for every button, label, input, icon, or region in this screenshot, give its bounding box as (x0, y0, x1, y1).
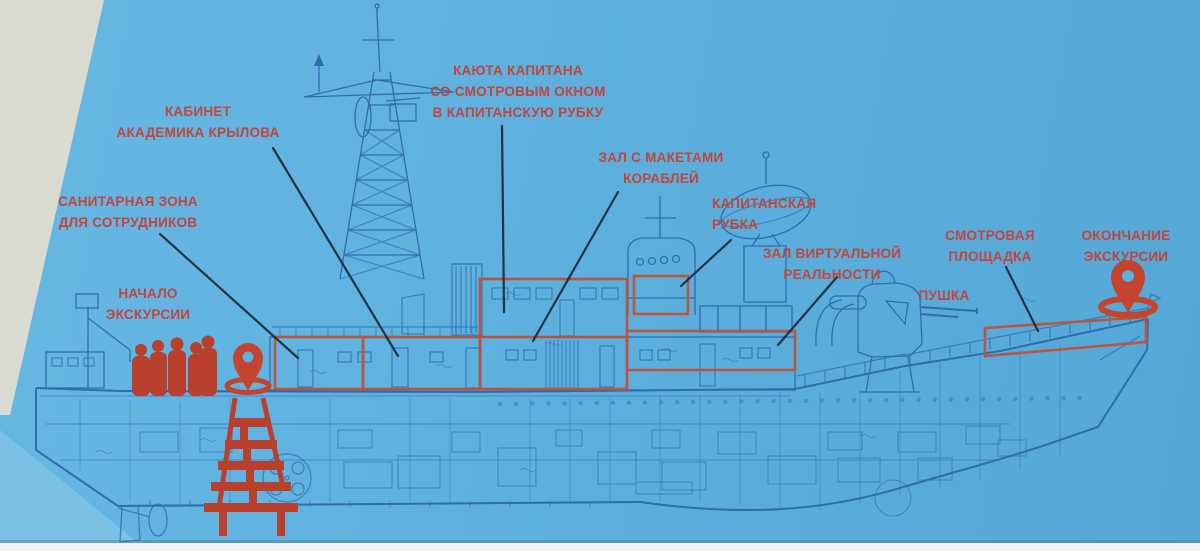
room-outline-vr-hall (625, 329, 797, 372)
label-line: НАЧАЛО (118, 286, 178, 301)
label-captain-cabin: КАЮТА КАПИТАНА СО СМОТРОВЫМ ОКНОМ В КАПИ… (430, 60, 605, 123)
handwritten-notes (95, 292, 1037, 472)
footer-shadow (0, 540, 1200, 543)
room-outline-captain-bridge (632, 274, 690, 316)
leader-line-sanitary (158, 232, 300, 360)
room-outline-krylov-cabinet (361, 335, 482, 391)
label-line: РУБКА (712, 217, 759, 232)
lattice-mast (303, 3, 455, 280)
label-line: ОКОНЧАНИЕ (1081, 228, 1171, 243)
start-pin-icon (224, 343, 272, 395)
banner-light-corner (0, 430, 148, 551)
blueprint-drawing (35, 3, 1162, 543)
label-line: КАПИТАНСКАЯ (712, 196, 817, 211)
main-deckhouse (269, 336, 796, 391)
label-line: ПУШКА (918, 288, 970, 303)
label-sanitary-zone: САНИТАРНАЯ ЗОНА ДЛЯ СОТРУДНИКОВ (58, 191, 198, 233)
boat-davits (815, 295, 867, 347)
leader-line-observation (1004, 265, 1040, 333)
leader-line-models-hall (531, 190, 620, 343)
gangway-ladder-icon (204, 397, 298, 536)
label-krylov-cabinet: КАБИНЕТ АКАДЕМИКА КРЫЛОВА (116, 101, 279, 143)
label-line: ЭКСКУРСИИ (1083, 249, 1169, 264)
label-observation-deck: СМОТРОВАЯ ПЛОЩАДКА (945, 225, 1035, 267)
room-outline-observation-deck (983, 315, 1148, 358)
footer-strip (0, 543, 1200, 551)
stern-structures (45, 293, 131, 389)
label-line: ЗАЛ ВИРТУАЛЬНОЙ (762, 246, 902, 261)
label-vr-hall: ЗАЛ ВИРТУАЛЬНОЙ РЕАЛЬНОСТИ (763, 243, 901, 285)
label-models-hall: ЗАЛ С МАКЕТАМИ КОРАБЛЕЙ (599, 147, 724, 189)
upper-deckhouse (272, 263, 628, 338)
label-line: ДЛЯ СОТРУДНИКОВ (58, 215, 198, 230)
wheelhouse (627, 196, 696, 315)
room-outline-staff-zone (273, 335, 365, 391)
label-line: КАЮТА КАПИТАНА (453, 63, 583, 78)
leader-line-cabinet (271, 146, 400, 358)
label-line: КАБИНЕТ (164, 104, 232, 119)
label-line: КОРАБЛЕЙ (623, 171, 699, 186)
leader-line-captain-cabin (500, 124, 506, 314)
forecastle-railing (796, 307, 1149, 387)
label-line: САНИТАРНАЯ ЗОНА (58, 194, 198, 209)
propeller-rudder (117, 503, 168, 543)
label-line: СМОТРОВАЯ (945, 228, 1035, 243)
label-line: РЕАЛЬНОСТИ (783, 267, 881, 282)
end-pin-icon (1098, 260, 1158, 318)
hull-outline (35, 318, 1149, 512)
label-captain-bridge: КАПИТАНСКАЯ РУБКА (712, 193, 816, 235)
leader-line-vr-hall (776, 275, 839, 347)
tour-group-icon (132, 335, 217, 396)
label-tour-end: ОКОНЧАНИЕ ЭКСКУРСИИ (1082, 225, 1171, 267)
label-line: СО СМОТРОВЫМ ОКНОМ (430, 84, 606, 99)
label-line: АКАДЕМИКА КРЫЛОВА (116, 125, 280, 140)
label-line: ЭКСКУРСИИ (105, 307, 191, 322)
label-line: ПЛОЩАДКА (948, 249, 1032, 264)
label-line: ЗАЛ С МАКЕТАМИ (598, 150, 724, 165)
label-cannon: ПУШКА (919, 285, 970, 306)
wall-corner (0, 0, 104, 415)
label-line: В КАПИТАНСКУЮ РУБКУ (432, 105, 604, 120)
label-tour-start: НАЧАЛО ЭКСКУРСИИ (106, 283, 190, 325)
cannon-drawing (857, 270, 978, 393)
leader-line-bridge (679, 238, 733, 288)
